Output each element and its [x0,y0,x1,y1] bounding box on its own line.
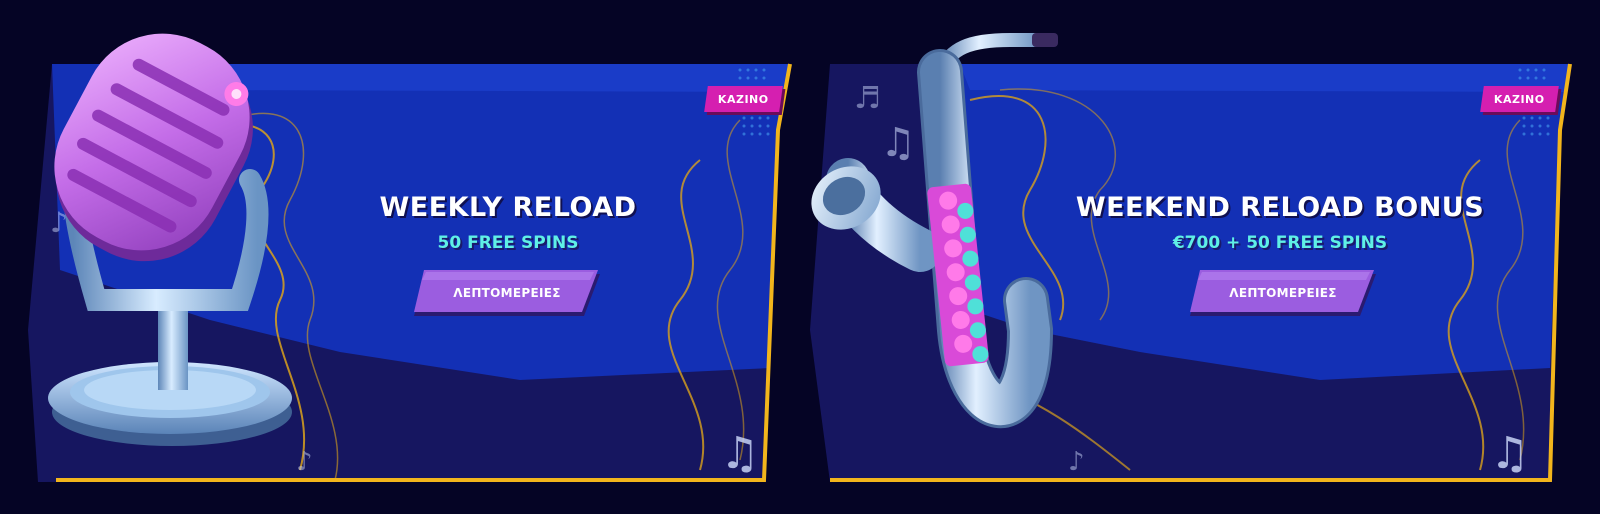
details-button[interactable]: ΛΕΠΤΟΜΕΡΕΙΕΣ [1190,270,1376,316]
promo-subtitle: €700 + 50 FREE SPINS [1172,233,1388,253]
promo-subtitle: 50 FREE SPINS [437,233,579,253]
category-badge-label: ΚΑΖΙΝΟ [717,93,769,106]
promo-card-weekend-reload-bonus[interactable]: ♫ ♫ ♬ ♪ [800,0,1600,514]
svg-text:♫: ♫ [880,120,916,166]
svg-text:♬: ♬ [854,81,881,116]
details-button[interactable]: ΛΕΠΤΟΜΕΡΕΙΕΣ [414,270,600,316]
svg-text:♪: ♪ [50,206,68,239]
music-note-icon: ♫ ♫ ♬ ♪ [854,81,1529,479]
svg-text:♪: ♪ [1068,447,1085,477]
music-note-icon: ♫ ♪ ♪ [50,206,759,479]
promo-title: WEEKEND RELOAD BONUS [1075,192,1485,223]
category-badge[interactable]: ΚΑΖΙΝΟ [704,86,783,112]
promo-card-weekly-reload[interactable]: ♫ ♪ ♪ [0,0,800,514]
details-button-label: ΛΕΠΤΟΜΕΡΕΙΕΣ [1229,286,1337,300]
saxophone-icon [811,33,1058,428]
button-shape [414,270,600,316]
svg-text:♪: ♪ [296,447,313,477]
card-background: ♫ ♫ ♬ ♪ [810,63,1572,482]
details-button-label: ΛΕΠΤΟΜΕΡΕΙΕΣ [453,286,561,300]
category-badge[interactable]: ΚΑΖΙΝΟ [1480,86,1559,112]
microphone-icon [48,33,292,446]
button-shape [1190,270,1376,316]
svg-text:♫: ♫ [720,428,759,479]
category-badge-label: ΚΑΖΙΝΟ [1493,93,1545,106]
promo-title: WEEKLY RELOAD [379,192,637,223]
svg-text:♫: ♫ [1490,428,1529,479]
